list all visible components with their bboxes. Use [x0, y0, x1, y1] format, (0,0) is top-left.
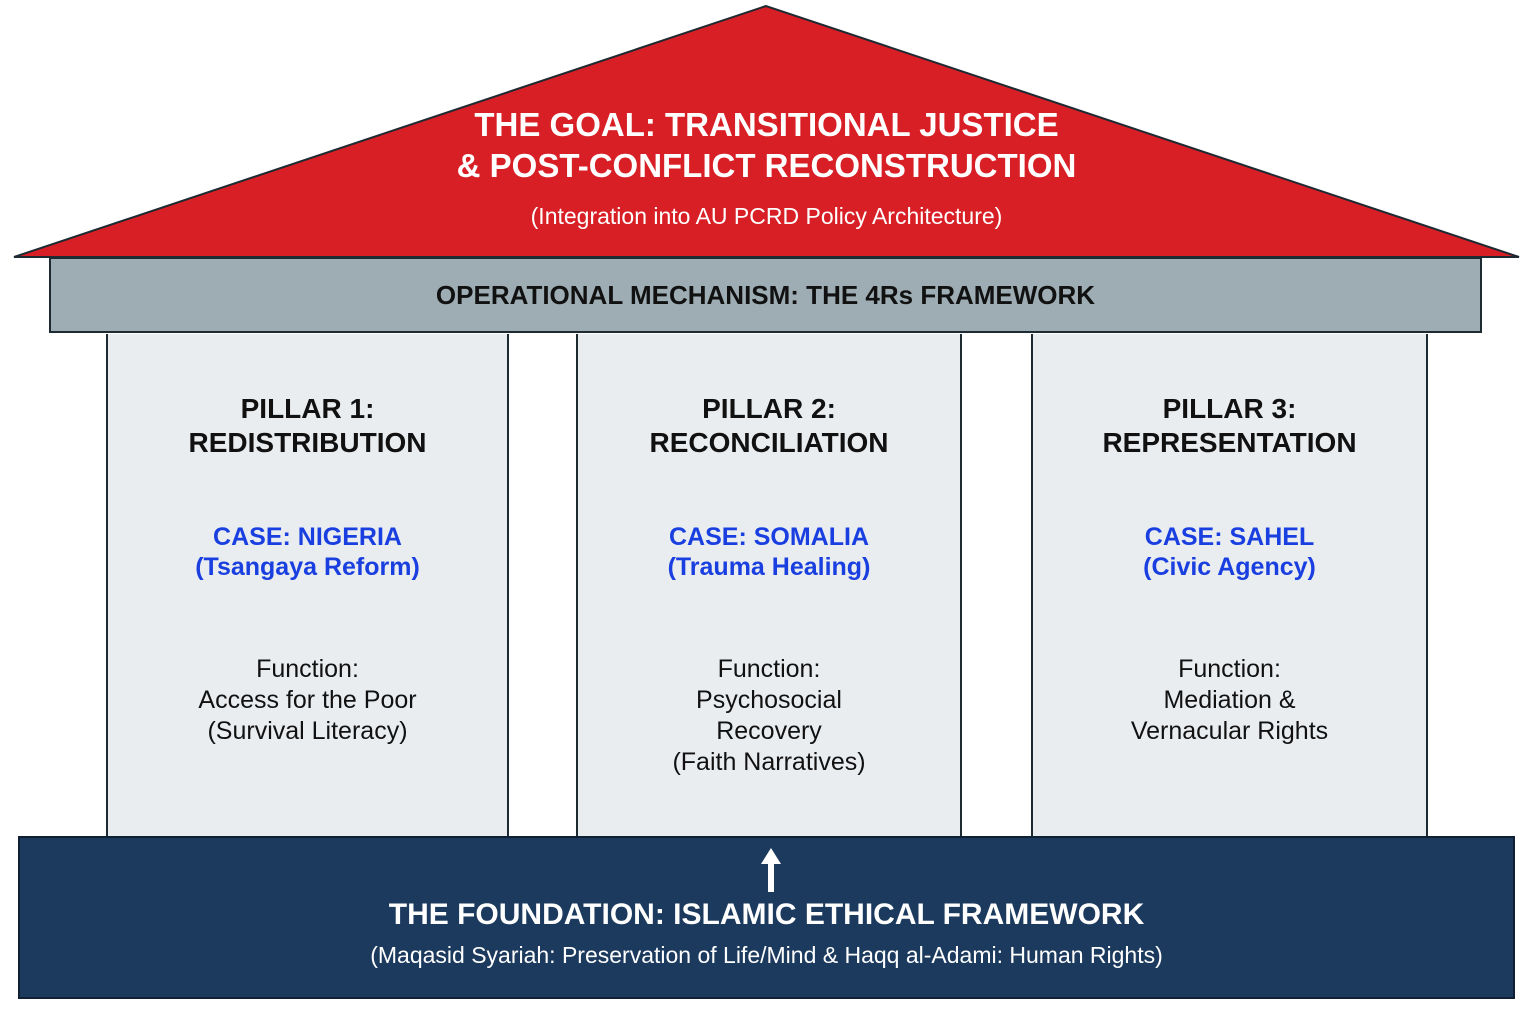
pillar-case-line-2: (Tsangaya Reform) [195, 553, 420, 581]
pillar-function-text: Access for the Poor (Survival Literacy) [198, 686, 417, 745]
foundation-subtitle: (Maqasid Syariah: Preservation of Life/M… [370, 942, 1163, 968]
pillar-title-line-1: PILLAR 2: [702, 393, 836, 424]
goal-subtitle: (Integration into AU PCRD Policy Archite… [530, 203, 1003, 229]
pillar-title-line-2: REPRESENTATION [1102, 427, 1357, 458]
pillar-title-line-1: PILLAR 1: [240, 393, 375, 424]
pillar-title-line-1: PILLAR 3: [1162, 393, 1297, 424]
goal-title: THE GOAL: TRANSITIONAL JUSTICE & POST-CO… [300, 104, 1233, 186]
pillar-case-line-1: CASE: NIGERIA [213, 523, 402, 551]
operational-mechanism-beam: OPERATIONAL MECHANISM: THE 4Rs FRAMEWORK [49, 257, 1482, 333]
pillar-title: PILLAR 2: RECONCILIATION [578, 392, 960, 460]
pillar-case: CASE: SAHEL (Civic Agency) [1033, 522, 1426, 582]
pillar-title-line-2: RECONCILIATION [649, 427, 889, 458]
pillar-function-text: Mediation & Vernacular Rights [1130, 686, 1329, 745]
pillar-function: Function: Mediation & Vernacular Rights [1033, 654, 1426, 747]
pillar-case-line-2: (Trauma Healing) [667, 553, 871, 581]
pillar-function-label: Function: [256, 655, 359, 683]
foundation-title: THE FOUNDATION: ISLAMIC ETHICAL FRAMEWOR… [388, 898, 1145, 931]
pillar-representation: PILLAR 3: REPRESENTATION CASE: SAHEL (Ci… [1031, 334, 1428, 838]
pillar-case-line-2: (Civic Agency) [1143, 553, 1316, 581]
pillar-title-line-2: REDISTRIBUTION [188, 427, 427, 458]
pillar-case-line-1: CASE: SAHEL [1144, 523, 1315, 551]
pillar-function-label: Function: [1178, 655, 1281, 683]
beam-label: OPERATIONAL MECHANISM: THE 4Rs FRAMEWORK [435, 279, 1096, 310]
pillar-function-text: Psychosocial Recovery (Faith Narratives) [672, 686, 866, 776]
pillar-title: PILLAR 1: REDISTRIBUTION [108, 392, 507, 460]
pillar-case: CASE: NIGERIA (Tsangaya Reform) [108, 522, 507, 582]
pillar-function: Function: Access for the Poor (Survival … [108, 654, 507, 747]
goal-title-line-1: THE GOAL: TRANSITIONAL JUSTICE [474, 106, 1059, 143]
pillar-case-line-1: CASE: SOMALIA [669, 523, 869, 551]
pillar-title: PILLAR 3: REPRESENTATION [1033, 392, 1426, 460]
pillar-case: CASE: SOMALIA (Trauma Healing) [578, 522, 960, 582]
arrow-up-icon [761, 848, 781, 892]
pillar-reconciliation: PILLAR 2: RECONCILIATION CASE: SOMALIA (… [576, 334, 962, 838]
foundation-base: THE FOUNDATION: ISLAMIC ETHICAL FRAMEWOR… [18, 836, 1515, 999]
pillar-function: Function: Psychosocial Recovery (Faith N… [578, 654, 960, 778]
goal-title-line-2: & POST-CONFLICT RECONSTRUCTION [456, 147, 1077, 184]
pillar-redistribution: PILLAR 1: REDISTRIBUTION CASE: NIGERIA (… [106, 334, 509, 838]
pillar-function-label: Function: [717, 655, 821, 683]
